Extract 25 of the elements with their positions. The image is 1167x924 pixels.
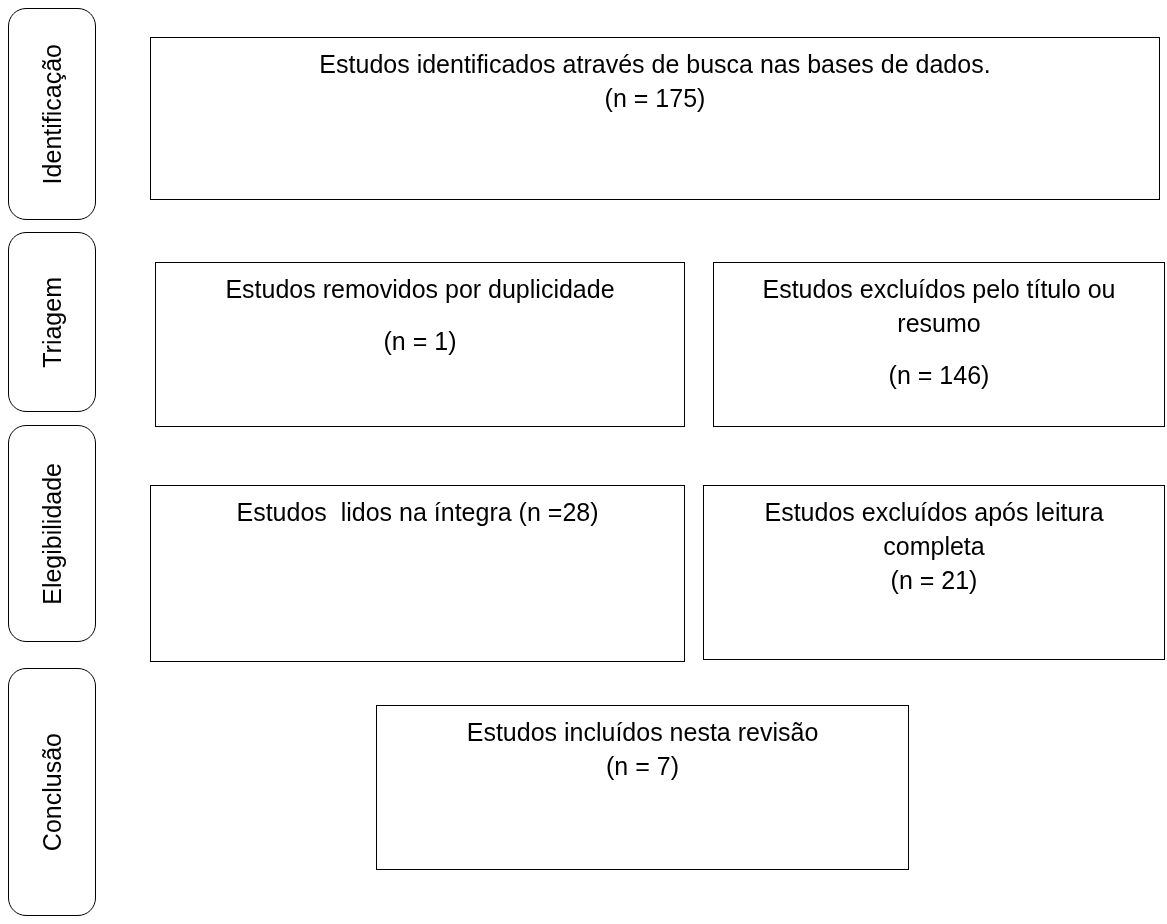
box-text: (n = 21)	[890, 564, 978, 596]
box-text: Estudos identificados através de busca nas bases de dados.	[319, 49, 991, 80]
process-box	[713, 262, 1165, 427]
process-box	[703, 485, 1165, 660]
process-box	[150, 37, 1160, 200]
stage-tab	[8, 8, 96, 220]
stage-tab	[8, 232, 96, 412]
box-text: Estudos removidos por duplicidade	[225, 274, 615, 305]
box-text: (n = 7)	[606, 750, 679, 782]
box-text: (n = 146)	[888, 359, 990, 391]
process-box	[376, 705, 909, 870]
stage-tab	[8, 425, 96, 642]
stage-label: Identificação	[37, 43, 67, 185]
process-box	[155, 262, 685, 427]
stage-label: Conclusão	[37, 732, 67, 852]
stage-label: Elegibilidade	[37, 462, 67, 605]
box-text: Estudos lidos na íntegra (n =28)	[236, 497, 599, 528]
stage-tab	[8, 668, 96, 916]
box-text: (n = 175)	[604, 82, 706, 114]
stage-label: Triagem	[37, 276, 67, 368]
box-text: Estudos excluídos após leitura completa	[763, 497, 1105, 562]
process-box	[150, 485, 685, 662]
box-text: Estudos excluídos pelo título ou resumo	[761, 274, 1117, 339]
box-text: Estudos incluídos nesta revisão	[466, 717, 819, 748]
box-text: (n = 1)	[383, 325, 457, 357]
